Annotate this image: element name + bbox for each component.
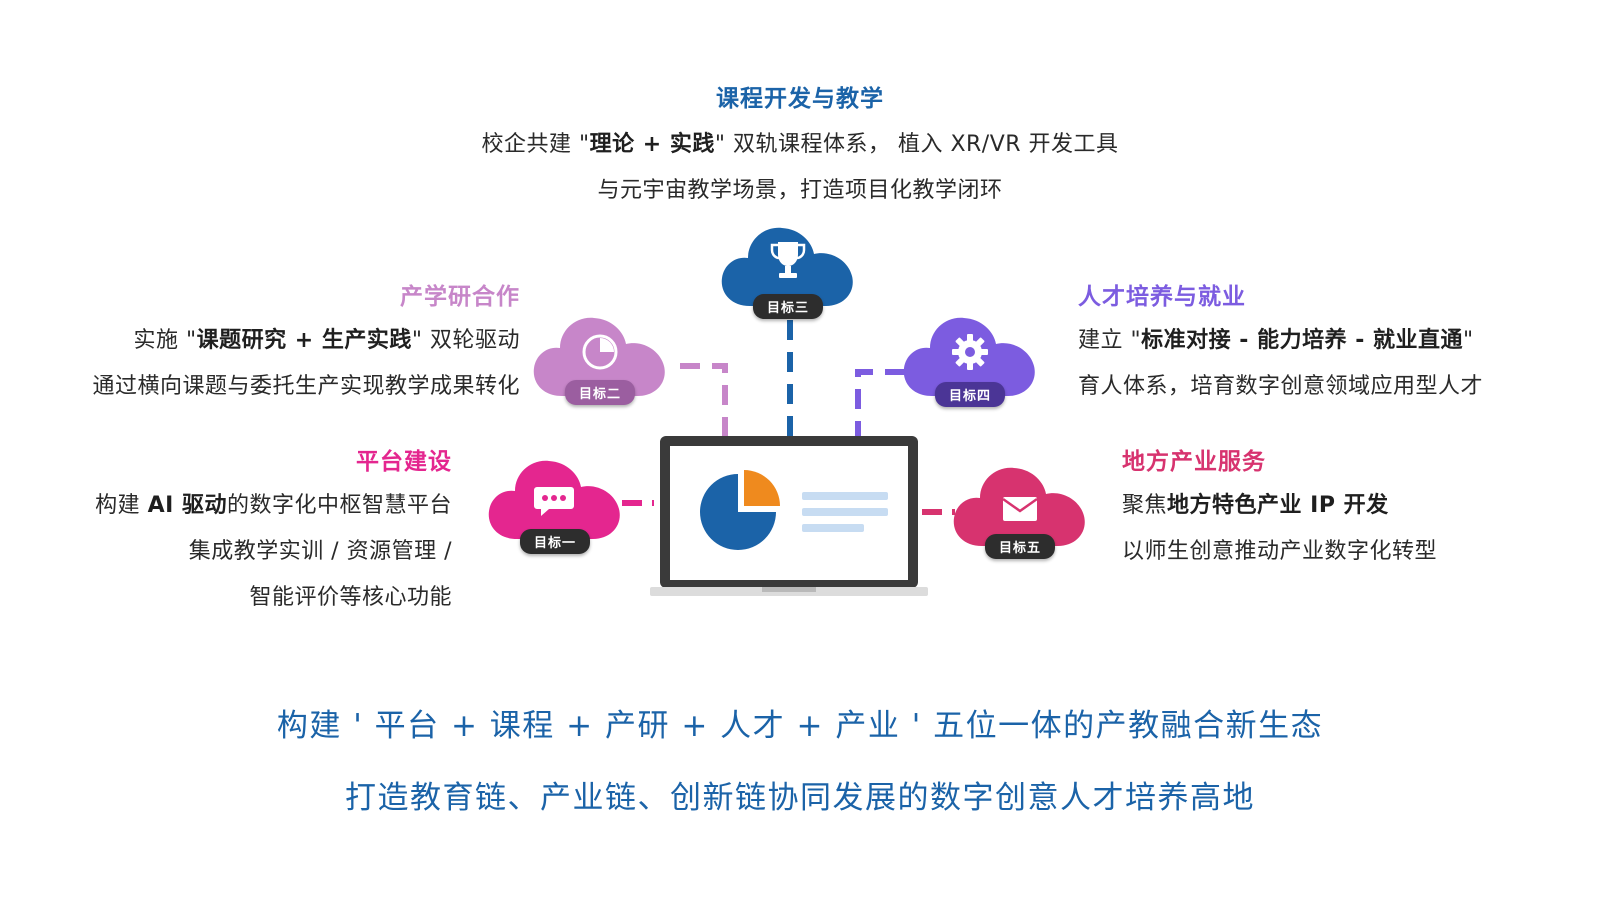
goal3-badge: 目标三 (752, 294, 824, 319)
chat-bubble-icon (533, 485, 575, 519)
line-emphasis: 理论 + 实践 (589, 132, 715, 157)
laptop-pie-chart (700, 470, 780, 550)
line-prefix: 校企共建 " (481, 132, 590, 157)
line-prefix: 构建 (95, 493, 148, 518)
trophy-icon (770, 240, 806, 282)
industry-research-line-2: 通过横向课题与委托生产实现教学成果转化 (92, 374, 520, 399)
platform-building-line-1: 构建 AI 驱动的数字化中枢智慧平台 (0, 483, 452, 529)
summary-line-1: 构建 ' 平台 + 课程 + 产研 + 人才 + 产业 ' 五位一体的产教融合新… (276, 708, 1324, 744)
goal3-cloud: 目标三 (718, 220, 858, 325)
industry-research-section: 产学研合作 实施 "课题研究 + 生产实践" 双轮驱动 通过横向课题与委托生产实… (0, 282, 520, 410)
laptop-icon (650, 436, 928, 596)
line-emphasis: 标准对接 - 能力培养 - 就业直通 (1141, 328, 1464, 353)
goal4-badge: 目标四 (934, 382, 1006, 407)
local-industry-line-2: 以师生创意推动产业数字化转型 (1122, 539, 1438, 564)
connector-goal2 (680, 363, 728, 438)
course-development-heading: 课程开发与教学 (716, 86, 884, 112)
platform-building-line-2: 集成教学实训 / 资源管理 / (188, 539, 452, 564)
goal2-cloud: 目标二 (530, 312, 670, 412)
local-industry-section: 地方产业服务 聚焦地方特色产业 IP 开发 以师生创意推动产业数字化转型 (1122, 447, 1582, 575)
industry-research-heading: 产学研合作 (400, 284, 520, 310)
goal5-cloud: 目标五 (950, 462, 1090, 562)
line-suffix: " (1463, 328, 1474, 353)
goal4-cloud: 目标四 (900, 312, 1040, 412)
line-prefix: 实施 " (133, 328, 197, 353)
course-development-line-2: 与元宇宙教学场景，打造项目化教学闭环 (597, 178, 1003, 203)
line-prefix: 建立 " (1078, 328, 1142, 353)
goal1-cloud: 目标一 (485, 455, 625, 555)
platform-building-section: 平台建设 构建 AI 驱动的数字化中枢智慧平台 集成教学实训 / 资源管理 / … (0, 447, 452, 621)
envelope-icon (1002, 496, 1038, 522)
platform-building-line-3: 智能评价等核心功能 (249, 585, 452, 610)
line-suffix: " 双轮驱动 (411, 328, 520, 353)
laptop-text-lines (802, 492, 888, 532)
talent-training-section: 人才培养与就业 建立 "标准对接 - 能力培养 - 就业直通" 育人体系，培育数… (1078, 282, 1578, 410)
goal2-badge: 目标二 (564, 380, 636, 405)
course-development-line-1: 校企共建 "理论 + 实践" 双轨课程体系， 植入 XR/VR 开发工具 (300, 122, 1300, 168)
line-suffix: 的数字化中枢智慧平台 (226, 493, 452, 518)
talent-training-line-2: 育人体系，培育数字创意领域应用型人才 (1078, 374, 1484, 399)
talent-training-line-1: 建立 "标准对接 - 能力培养 - 就业直通" (1078, 318, 1578, 364)
talent-training-heading: 人才培养与就业 (1078, 284, 1246, 310)
line-prefix: 聚焦 (1122, 493, 1168, 518)
platform-building-heading: 平台建设 (356, 449, 452, 475)
gear-icon (950, 332, 990, 372)
line-suffix: " 双轨课程体系， 植入 XR/VR 开发工具 (714, 132, 1119, 157)
line-emphasis: AI 驱动 (147, 493, 227, 518)
summary-section: 构建 ' 平台 + 课程 + 产研 + 人才 + 产业 ' 五位一体的产教融合新… (0, 690, 1600, 834)
course-development-section: 课程开发与教学 校企共建 "理论 + 实践" 双轨课程体系， 植入 XR/VR … (300, 84, 1300, 214)
goal5-badge: 目标五 (984, 534, 1056, 559)
line-emphasis: 课题研究 + 生产实践 (196, 328, 412, 353)
connector-goal4 (855, 369, 905, 438)
line-emphasis: 地方特色产业 IP 开发 (1167, 493, 1389, 518)
goal1-badge: 目标一 (519, 529, 591, 554)
summary-line-2: 打造教育链、产业链、创新链协同发展的数字创意人才培养高地 (345, 780, 1255, 816)
local-industry-line-1: 聚焦地方特色产业 IP 开发 (1122, 483, 1582, 529)
industry-research-line-1: 实施 "课题研究 + 生产实践" 双轮驱动 (0, 318, 520, 364)
pie-chart-icon (580, 332, 620, 372)
local-industry-heading: 地方产业服务 (1122, 449, 1266, 475)
